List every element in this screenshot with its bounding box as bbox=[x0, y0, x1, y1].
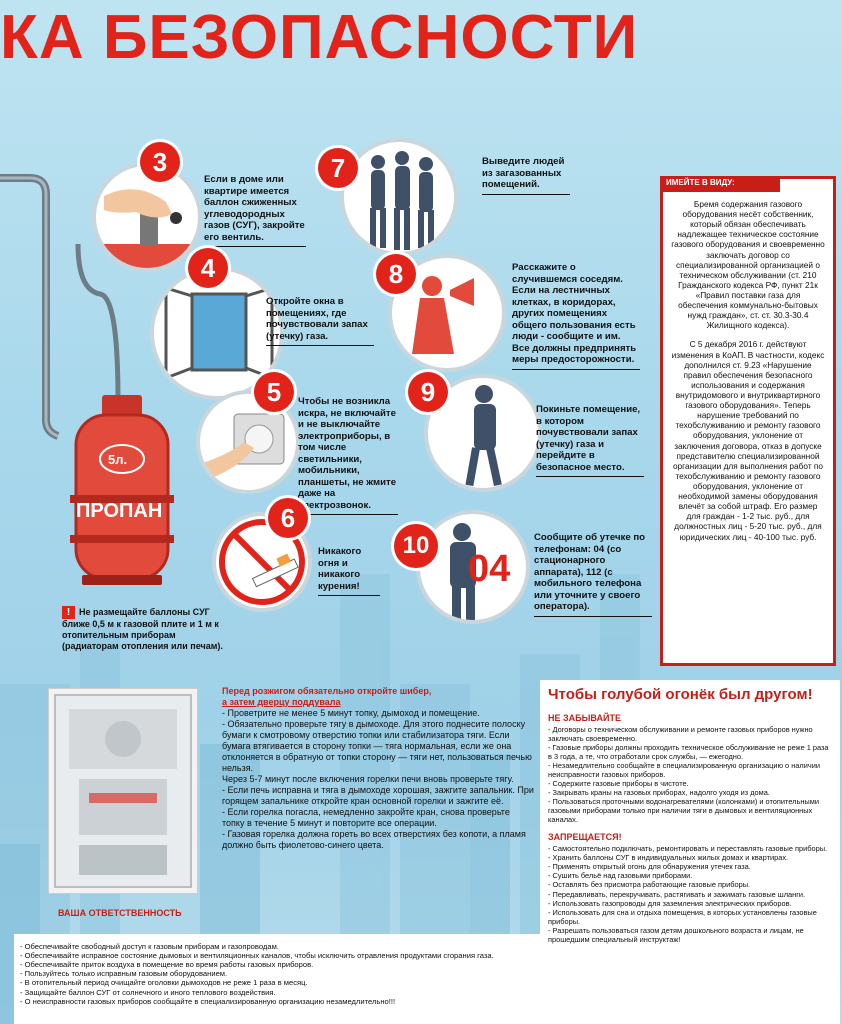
forbidden-heading: ЗАПРЕЩАЕТСЯ! bbox=[548, 832, 622, 843]
advice-heading-2: а затем дверцу поддувала bbox=[222, 696, 341, 707]
law-paragraph-1: Бремя содержания газового оборудования н… bbox=[671, 199, 825, 331]
list-item: - Пользоваться проточными водонагревател… bbox=[548, 797, 819, 825]
megaphone-girl-icon bbox=[412, 276, 474, 354]
list-item: - В отопительный период очищайте оголовк… bbox=[20, 978, 308, 988]
step-10-image bbox=[416, 510, 530, 624]
list-item: - Содержите газовые приборы в чистоте. bbox=[548, 779, 689, 789]
list-item: - Использовать газопроводы для заземлени… bbox=[548, 898, 792, 908]
advice-heading-1: Перед розжигом обязательно откройте шибе… bbox=[222, 686, 432, 696]
no-smoking-icon bbox=[219, 519, 305, 605]
list-item: - Обеспечивайте свободный доступ к газов… bbox=[20, 942, 279, 951]
step-3-image bbox=[92, 162, 202, 272]
list-item: - Разрешать пользоваться газом детям дош… bbox=[548, 925, 804, 944]
rules-title: Чтобы голубой огонёк был другом! bbox=[548, 686, 813, 703]
cylinder-label: ПРОПАН bbox=[76, 500, 163, 522]
step-6-text: Никакого огня и никакого курения! bbox=[318, 546, 380, 596]
do-not-forget-heading: НЕ ЗАБЫВАЙТЕ bbox=[548, 713, 621, 723]
step-5-image bbox=[196, 390, 300, 494]
valve-hand-icon bbox=[96, 189, 198, 268]
list-item: - Оставлять без присмотра работающие газ… bbox=[548, 880, 751, 890]
step-3-text: Если в доме или квартире имеется баллон … bbox=[204, 174, 306, 247]
list-item: - Передавливать, перекручивать, растягив… bbox=[548, 889, 806, 899]
step-9-number: 9 bbox=[408, 372, 448, 412]
law-notice-box: ИМЕЙТЕ В ВИДУ: Бремя содержания газового… bbox=[660, 176, 836, 666]
step-8-image bbox=[388, 254, 506, 372]
boiler-icon bbox=[54, 694, 192, 888]
list-item: - О неисправности газовых приборов сообщ… bbox=[20, 996, 396, 1006]
list-item: - Применять открытый огонь для обнаружен… bbox=[548, 862, 751, 872]
step-10-number: 10 bbox=[394, 524, 438, 568]
list-item: - Хранить баллоны СУГ в индивидуальных ж… bbox=[548, 853, 789, 863]
law-paragraph-2: С 5 декабря 2016 г. действуют изменения … bbox=[671, 339, 825, 542]
cylinder-placement-warning: !Не размещайте баллоны СУГ ближе 0,5 м к… bbox=[62, 606, 232, 651]
step-9-image bbox=[424, 374, 542, 492]
step-3-number: 3 bbox=[140, 142, 180, 182]
step-5-number: 5 bbox=[254, 372, 294, 412]
list-item: - Пользуйтесь только исправным газовым о… bbox=[20, 969, 228, 979]
warning-text: Не размещайте баллоны СУГ ближе 0,5 м к … bbox=[62, 607, 223, 651]
cylinder-volume: 5л. bbox=[108, 452, 128, 467]
advice-line: - Проветрите не менее 5 минут топку, дым… bbox=[222, 707, 480, 718]
list-item: - Обеспечивайте исправное состояние дымо… bbox=[20, 951, 494, 961]
walking-man-icon bbox=[465, 385, 502, 487]
advice-line: - Если печь исправна и тяга в дымоходе х… bbox=[222, 784, 534, 806]
emergency-number: 04 bbox=[468, 548, 511, 590]
law-notice-body: Бремя содержания газового оборудования н… bbox=[671, 199, 825, 542]
phone-caller-icon bbox=[450, 523, 476, 620]
responsibility-box: - Обеспечивайте свободный доступ к газов… bbox=[14, 934, 540, 1024]
open-window-icon bbox=[164, 285, 274, 381]
warning-icon: ! bbox=[62, 606, 75, 619]
list-item: - Газовые приборы должны проходить техни… bbox=[548, 743, 829, 762]
page-title: КА БЕЗОПАСНОСТИ bbox=[0, 3, 639, 72]
step-8-number: 8 bbox=[376, 254, 416, 294]
step-5-text: Чтобы не возникла искра, не включайте и … bbox=[298, 396, 398, 515]
ignition-advice: Перед розжигом обязательно откройте шибе… bbox=[222, 686, 534, 851]
list-item: - Незамедлительно сообщайте в специализи… bbox=[548, 761, 820, 780]
people-leaving-icon bbox=[370, 151, 434, 250]
list-item: - Использовать для сна и отдыха помещени… bbox=[548, 907, 817, 926]
step-4-number: 4 bbox=[188, 248, 228, 288]
list-item: - Договоры о техническом обслуживании и … bbox=[548, 725, 813, 744]
step-4-text: Откройте окна в помещениях, где почувств… bbox=[266, 296, 374, 346]
gas-pipe bbox=[0, 174, 121, 440]
advice-line: - Обязательно проверьте тягу в дымоходе.… bbox=[222, 718, 532, 773]
step-8-text: Расскажите о случившемся соседям. Если н… bbox=[512, 262, 640, 370]
rules-panel: Чтобы голубой огонёк был другом! НЕ ЗАБЫ… bbox=[540, 680, 840, 1024]
list-item: - Сушить бельё над газовыми приборами. bbox=[548, 871, 693, 881]
list-item: - Самостоятельно подключать, ремонтирова… bbox=[548, 844, 828, 854]
advice-line: Через 5-7 минут после включения горелки … bbox=[222, 773, 514, 784]
gas-boiler-image bbox=[48, 688, 198, 894]
forbidden-list: - Самостоятельно подключать, ремонтирова… bbox=[540, 842, 840, 945]
step-9-text: Покиньте помещение, в котором почувствов… bbox=[536, 404, 644, 477]
step-7-number: 7 bbox=[318, 148, 358, 188]
list-item: - Защищайте баллон СУГ от солнечного и и… bbox=[20, 987, 276, 997]
propane-cylinder bbox=[70, 395, 174, 585]
power-socket-icon bbox=[200, 413, 285, 482]
step-7-text: Выведите людей из загазованных помещений… bbox=[482, 156, 570, 195]
list-item: - Закрывать краны на газовых приборах, н… bbox=[548, 788, 770, 798]
responsibility-label: ВАША ОТВЕТСТВЕННОСТЬ bbox=[58, 908, 182, 918]
do-not-forget-list: - Договоры о техническом обслуживании и … bbox=[540, 723, 840, 826]
step-7-image bbox=[340, 138, 458, 256]
advice-line: - Газовая горелка должна гореть во всех … bbox=[222, 828, 526, 850]
law-notice-title: ИМЕЙТЕ В ВИДУ: bbox=[660, 176, 780, 192]
advice-line: - Если горелка погасла, немедленно закро… bbox=[222, 806, 510, 828]
step-6-number: 6 bbox=[268, 498, 308, 538]
step-10-text: Сообщите об утечке по телефонам: 04 (со … bbox=[534, 532, 652, 617]
list-item: - Обеспечивайте приток воздуха в помещен… bbox=[20, 960, 314, 970]
